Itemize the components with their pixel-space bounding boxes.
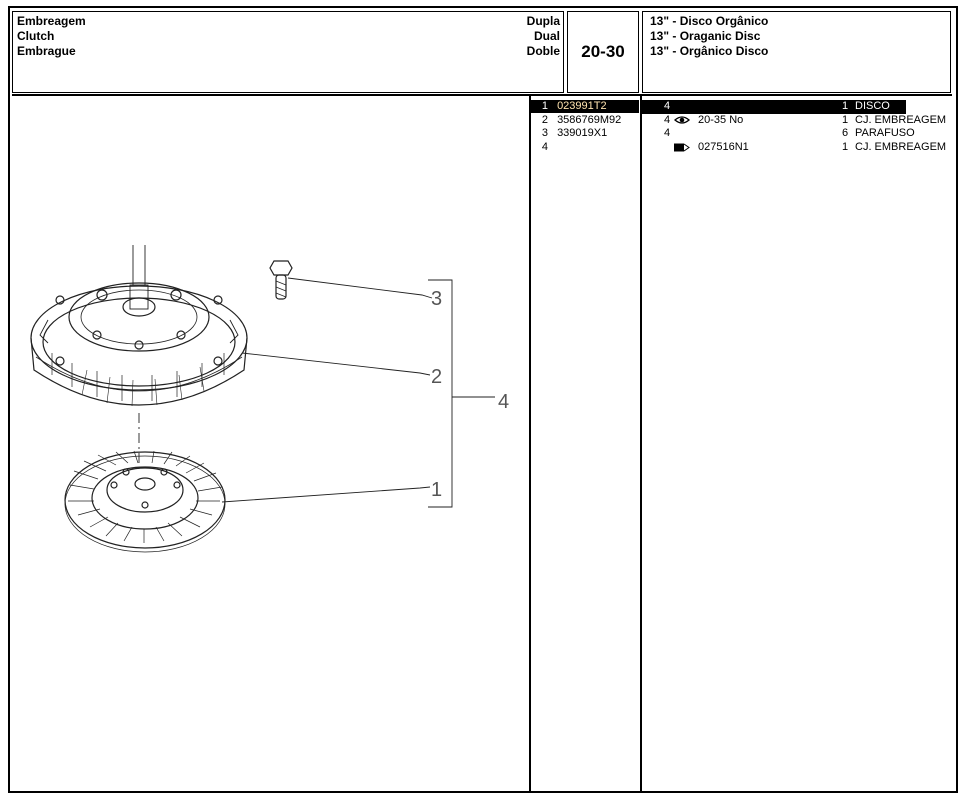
detail-description: PARAFUSO [855, 127, 915, 139]
title-es: Embrague [17, 44, 76, 58]
type-en: Dual [533, 29, 560, 43]
leader-lines [221, 277, 495, 508]
title-pt: Embreagem [17, 14, 86, 28]
desc-es: 13" - Orgânico Disco [650, 44, 769, 58]
column-divider-1 [529, 95, 531, 792]
parts-list-row-selected[interactable]: 1 023991T2 [531, 100, 639, 113]
pressure-plate-drawing [30, 245, 248, 407]
part-number: 023991T2 [557, 100, 607, 112]
detail-qty: 1 [842, 114, 849, 126]
description-box: 13" - Disco Orgânico 13" - Oraganic Disc… [642, 11, 951, 93]
ref-number: 4 [541, 141, 548, 153]
ref-number: 3 [541, 127, 548, 139]
detail-note: 20-35 No [698, 114, 744, 126]
parts-list-row[interactable]: 2 3586769M92 [531, 114, 621, 127]
detail-description: CJ. EMBREAGEM [855, 141, 947, 153]
callout-2: 2 [431, 366, 442, 388]
details-row-selected[interactable]: 4 1 DISCO [642, 100, 906, 114]
callout-4: 4 [498, 391, 509, 413]
detail-ref: 4 [664, 127, 671, 139]
arrow-tag-icon [674, 143, 690, 155]
eye-icon [674, 115, 690, 128]
callout-3: 3 [431, 288, 442, 310]
ref-number: 2 [541, 114, 548, 126]
details-row[interactable]: 027516N1 1 CJ. EMBREAGEM [642, 141, 947, 155]
detail-ref: 4 [664, 100, 671, 112]
details-row[interactable]: 4 20-35 No 1 CJ. EMBREAGEM [642, 114, 947, 128]
column-divider-2 [640, 95, 642, 792]
type-es: Doble [526, 44, 560, 58]
detail-qty: 1 [842, 100, 849, 112]
header-divider [12, 94, 952, 96]
detail-ref: 4 [664, 114, 671, 126]
details-row[interactable]: 4 6 PARAFUSO [642, 127, 947, 141]
part-number: 339019X1 [557, 127, 608, 139]
group-title-box: Embreagem Clutch Embrague Dupla Dual Dob… [12, 11, 564, 93]
parts-list-row[interactable]: 4 [531, 141, 554, 154]
page-frame [8, 6, 958, 793]
detail-note: 027516N1 [698, 141, 749, 153]
bolt-drawing [269, 260, 293, 300]
model-label: 20-30 [581, 42, 625, 61]
detail-description: CJ. EMBREAGEM [855, 114, 947, 126]
desc-pt: 13" - Disco Orgânico [650, 14, 769, 28]
ref-number: 1 [541, 100, 548, 112]
callout-1: 1 [431, 479, 442, 501]
part-number: 3586769M92 [557, 114, 622, 126]
title-en: Clutch [17, 29, 55, 43]
parts-list-row[interactable]: 3 339019X1 [531, 127, 607, 140]
clutch-disc-drawing [64, 450, 226, 553]
type-pt: Dupla [526, 14, 560, 28]
detail-qty: 1 [842, 141, 849, 153]
detail-description: DISCO [855, 100, 890, 112]
desc-en: 13" - Oraganic Disc [650, 29, 761, 43]
clutch-exploded-diagram: 3 2 4 1 [30, 245, 509, 553]
model-box: 20-30 [567, 11, 639, 93]
detail-qty: 6 [842, 127, 849, 139]
